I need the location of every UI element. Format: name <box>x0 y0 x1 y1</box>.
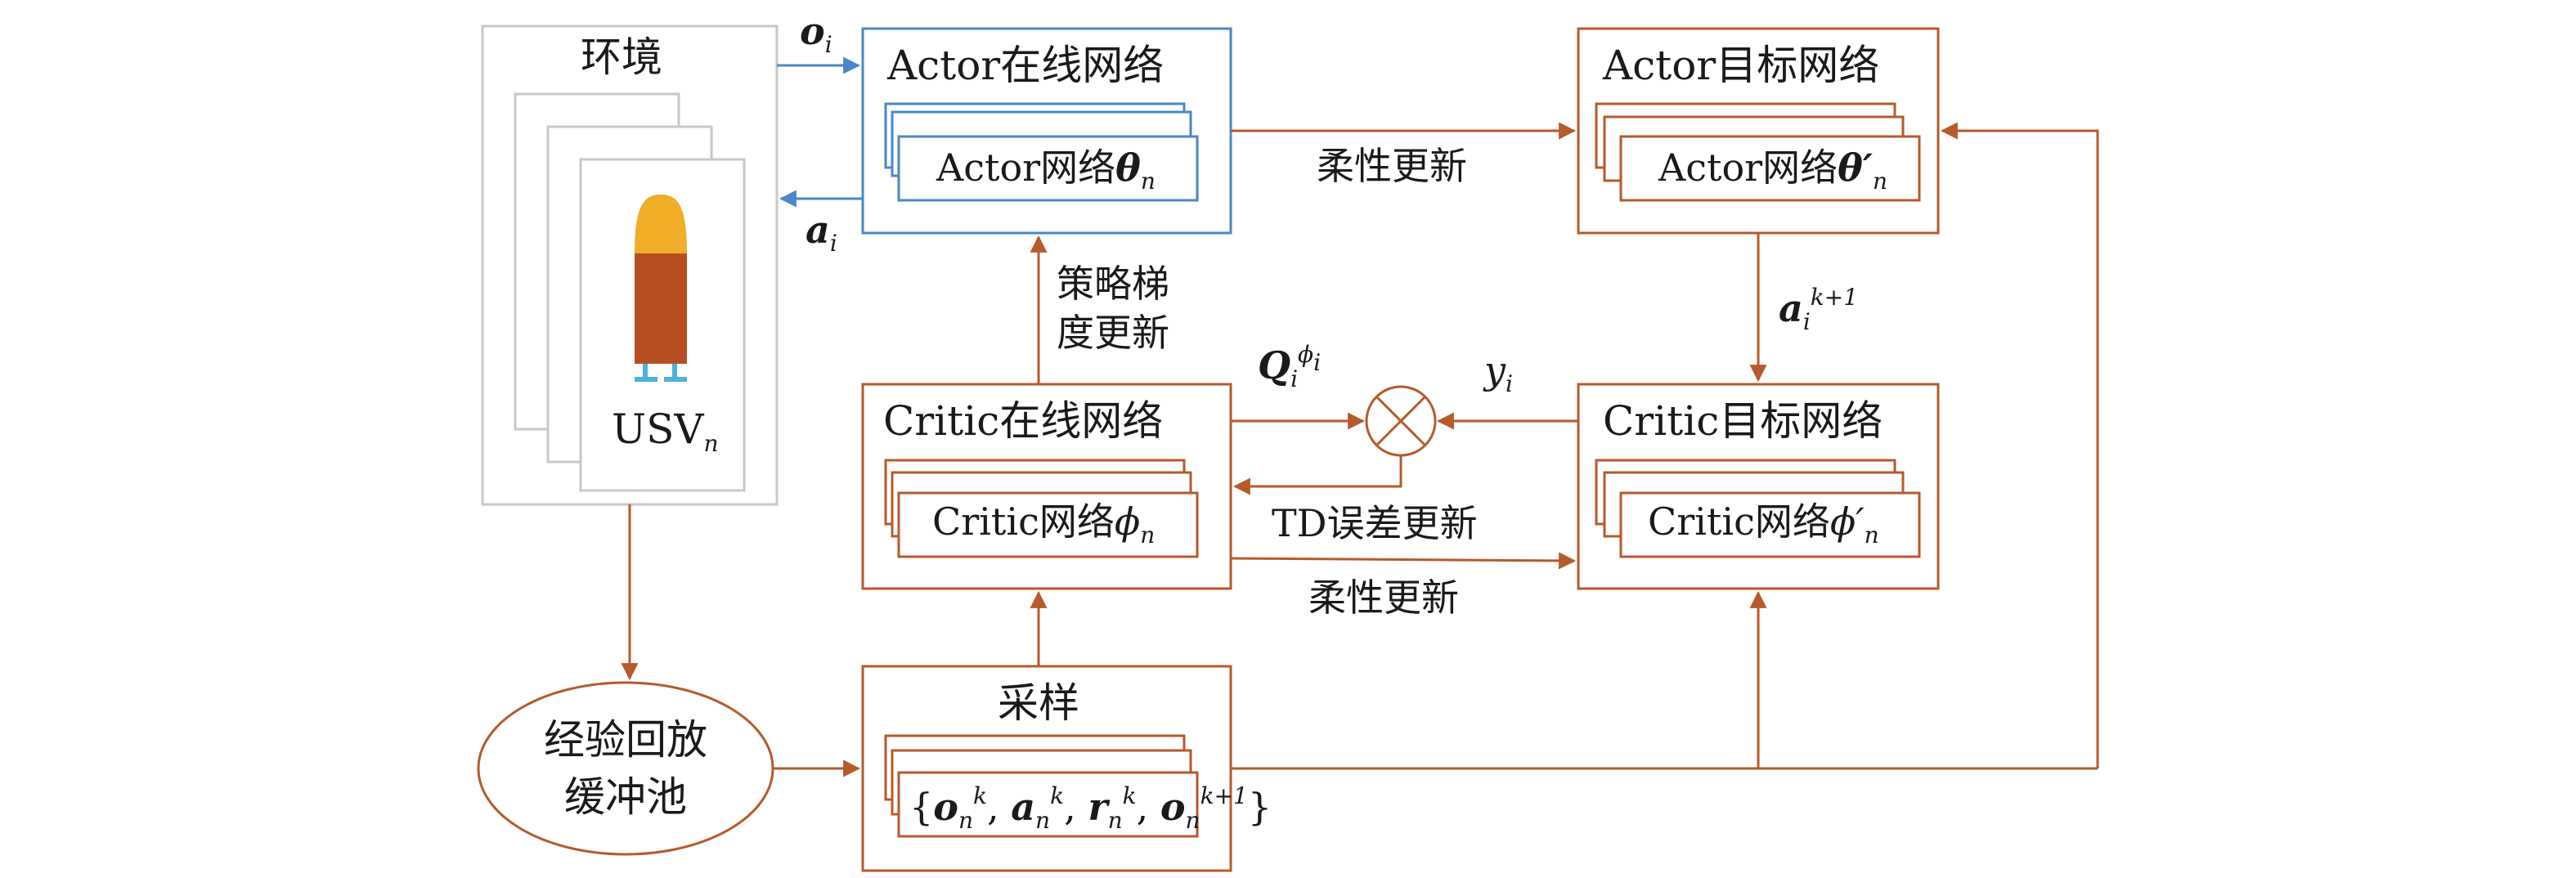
critic-target-title: Critic目标网络 <box>1603 397 1883 445</box>
critic-target-network-label: Critic网络ϕ′n <box>1648 499 1879 549</box>
critic-online-title: Critic在线网络 <box>883 397 1164 445</box>
action-label: ai <box>806 208 837 257</box>
critic-online-network-label: Critic网络ϕn <box>932 499 1156 549</box>
replay-buffer-ellipse <box>477 681 774 856</box>
actor-target-stack-3 <box>1619 135 1921 202</box>
actor-online-title: Actor在线网络 <box>887 42 1165 89</box>
td-error-node <box>1365 385 1437 457</box>
environment-title: 环境 <box>581 34 662 81</box>
td-update-label: TD误差更新 <box>1272 501 1478 545</box>
actor-target-title: Actor目标网络 <box>1603 42 1880 89</box>
replay-buffer-line1: 经验回放 <box>544 716 707 764</box>
actor-online-stack-3 <box>897 135 1199 202</box>
critic-target-stack-3 <box>1619 491 1921 558</box>
replay-buffer-line2: 缓冲池 <box>564 773 687 821</box>
arrow-soft-update-critic <box>1230 552 1577 570</box>
sample-title: 采样 <box>998 679 1079 727</box>
policy-gradient-label: 策略梯度更新 <box>1057 262 1169 355</box>
next-action-label: aik+1 <box>1779 284 1859 335</box>
actor-target-network-label: Actor网络θ′n <box>1658 146 1888 195</box>
sample-tuple: {onk, ank, rnk, onk+1} <box>909 782 1272 834</box>
q-value-label: Qiϕi <box>1258 341 1322 392</box>
usv-label: USVn <box>612 405 719 457</box>
actor-online-network-label: Actor网络θn <box>936 146 1156 195</box>
observation-label: oi <box>800 9 832 58</box>
arrow-td-update <box>1232 455 1402 495</box>
critic-online-stack-3 <box>897 491 1199 558</box>
soft-update-critic-label: 柔性更新 <box>1308 576 1459 620</box>
arrow-sample-to-actor-target <box>1940 122 2099 768</box>
soft-update-actor-label: 柔性更新 <box>1317 144 1467 188</box>
sample-stack-3 <box>897 771 1199 838</box>
usv-boat-icon <box>635 195 687 382</box>
target-y-label: yi <box>1484 348 1513 397</box>
